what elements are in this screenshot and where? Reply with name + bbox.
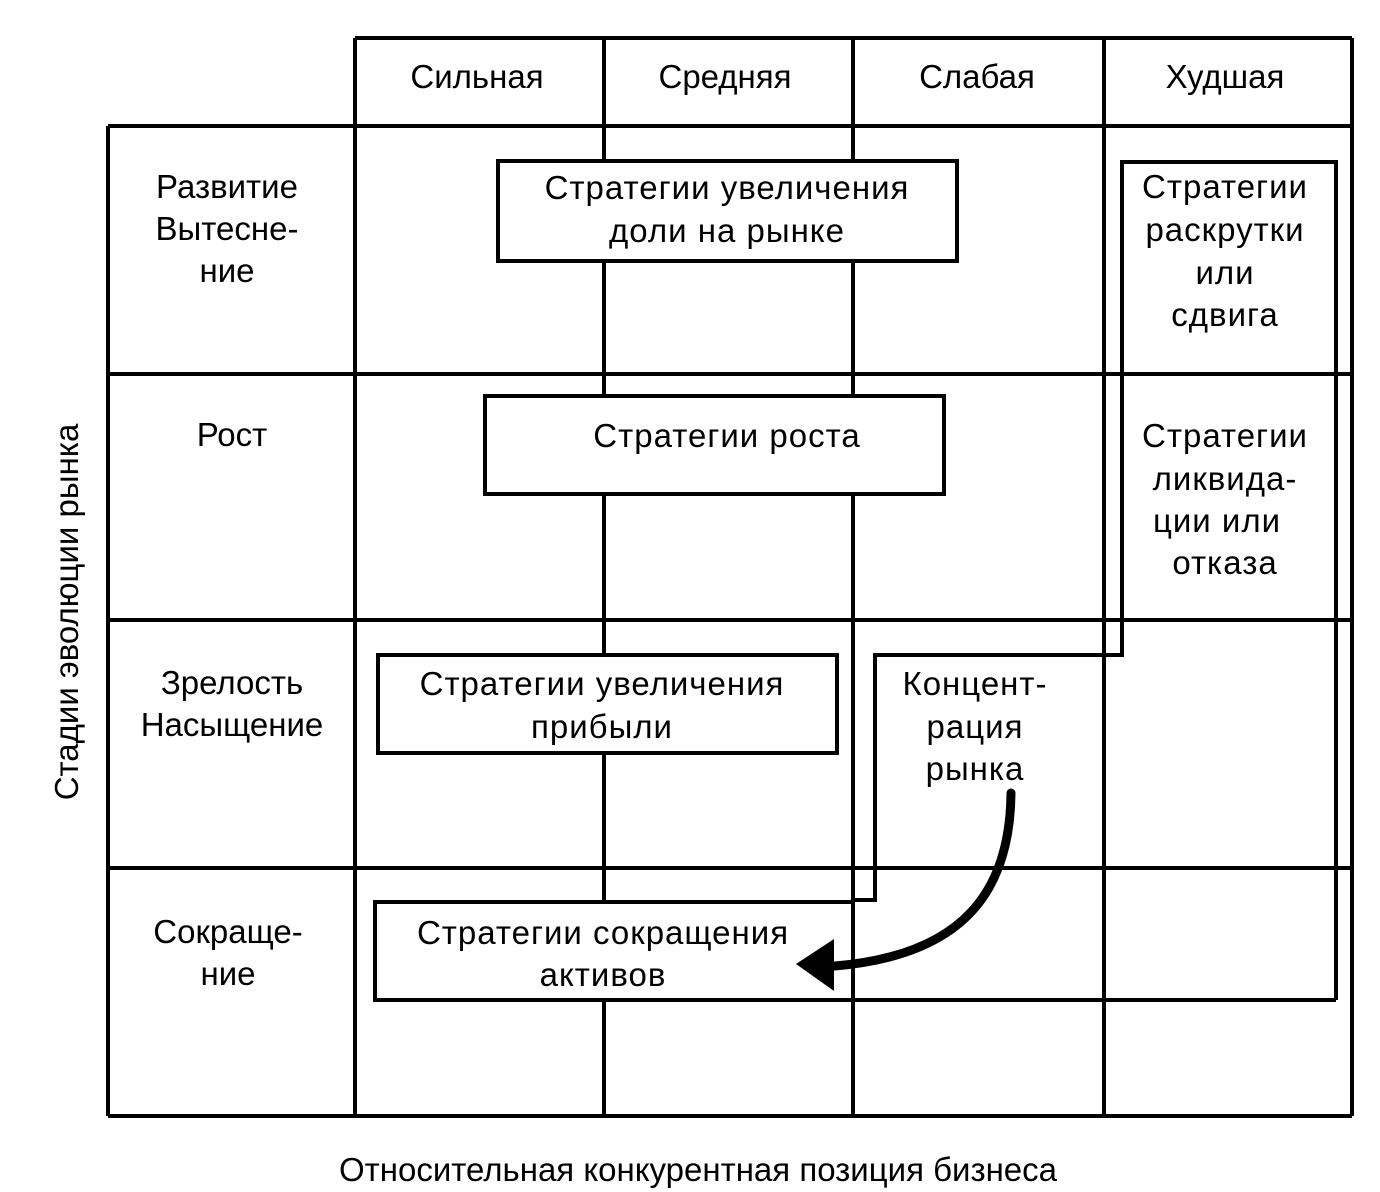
row-header-development-line-3: ние (199, 252, 254, 289)
turnaround-liquidation-outline (1120, 160, 1338, 1000)
box-market-share-line-2: доли на рынке (609, 212, 845, 249)
box-liquidation-line-2: ликвида- (1153, 460, 1298, 497)
row-header-decline-line-2: ние (200, 955, 255, 992)
column-header-worst: Худшая (1166, 58, 1285, 95)
box-turnaround-line-3: или (1195, 254, 1254, 291)
transition-arrow (796, 788, 1016, 991)
box-concentration-line-1: Концент- (902, 665, 1047, 702)
column-headers: Сильная Средняя Слабая Худшая (410, 58, 1284, 95)
box-market-share-strategies: Стратегии увеличения доли на рынке (496, 159, 959, 263)
box-profit-line-2: прибыли (531, 708, 673, 745)
box-profit-line-1: Стратегии увеличения (420, 665, 785, 702)
box-market-concentration: Концент- рация рынка (902, 665, 1047, 787)
box-turnaround-line-2: раскрутки (1145, 211, 1304, 248)
box-concentration-line-2: рация (927, 708, 1024, 745)
x-axis-label: Относительная конкурентная позиция бизне… (339, 1151, 1058, 1188)
column-header-weak: Слабая (919, 58, 1035, 95)
box-reduction-line-2: активов (540, 956, 667, 993)
row-header-maturity-line-1: Зрелость (161, 664, 303, 701)
box-asset-reduction-strategies: Стратегии сокращения активов (373, 900, 855, 1002)
row-header-development-line-1: Развитие (156, 168, 298, 205)
box-liquidation-line-3: ции или (1153, 502, 1281, 539)
box-liquidation-strategies: Стратегии ликвида- ции или отказа (1142, 417, 1308, 581)
box-growth-strategies: Стратегии роста (483, 394, 946, 496)
row-headers: Развитие Вытесне- ние Рост Зрелость Насы… (141, 168, 324, 992)
row-header-maturity-line-2: Насыщение (141, 706, 324, 743)
y-axis-label: Стадии эволюции рынка (48, 423, 85, 800)
box-market-share-line-1: Стратегии увеличения (545, 169, 910, 206)
box-concentration-line-3: рынка (926, 750, 1025, 787)
box-liquidation-line-4: отказа (1172, 544, 1277, 581)
concentration-outline (853, 618, 1336, 1002)
box-profit-strategies: Стратегии увеличения прибыли (376, 653, 839, 755)
box-reduction-line-1: Стратегии сокращения (417, 914, 789, 951)
column-header-medium: Средняя (658, 58, 791, 95)
column-header-strong: Сильная (410, 58, 543, 95)
box-growth-line-1: Стратегии роста (593, 417, 860, 454)
row-header-decline-line-1: Сокраще- (153, 913, 302, 950)
row-header-development-line-2: Вытесне- (156, 210, 299, 247)
box-turnaround-strategies: Стратегии раскрутки или сдвига (1142, 168, 1308, 333)
box-turnaround-line-1: Стратегии (1142, 168, 1308, 205)
box-liquidation-line-1: Стратегии (1142, 417, 1308, 454)
box-turnaround-line-4: сдвига (1171, 296, 1278, 333)
row-header-growth: Рост (197, 416, 268, 453)
matrix-grid (106, 36, 1354, 1118)
